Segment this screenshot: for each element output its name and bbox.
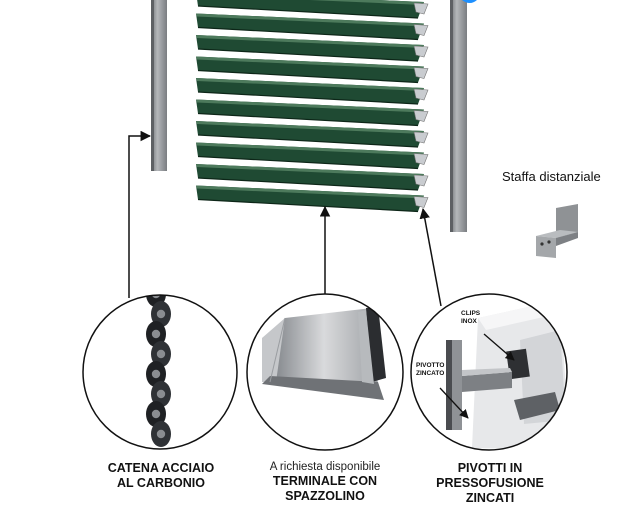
slat bbox=[197, 0, 429, 19]
slat bbox=[196, 35, 429, 62]
pivot-detail-circle bbox=[410, 293, 568, 451]
terminal-caption-note: A richiesta disponibile bbox=[269, 461, 381, 473]
slat bbox=[196, 13, 429, 41]
chain-pin bbox=[151, 369, 161, 379]
slat bbox=[196, 185, 429, 213]
pivots-caption-line-2: PRESSOFUSIONE bbox=[436, 476, 544, 490]
terminal-caption-line-1: TERMINALE CON bbox=[272, 474, 378, 488]
chain-pointer bbox=[128, 130, 152, 298]
chain-pin bbox=[151, 329, 161, 339]
pivots-caption: PIVOTTI IN PRESSOFUSIONE ZINCATI bbox=[410, 461, 570, 506]
pivots-caption-line-3: ZINCATI bbox=[465, 491, 515, 505]
chain-pin bbox=[156, 349, 166, 359]
chain-detail-circle bbox=[82, 294, 238, 450]
slat bbox=[196, 56, 429, 84]
chain-pin bbox=[156, 429, 166, 439]
pivotto-zincato-pointer bbox=[439, 387, 469, 419]
chain-caption-line-2: AL CARBONIO bbox=[117, 476, 205, 490]
chain-pin bbox=[151, 295, 161, 299]
slat-stack bbox=[196, 0, 429, 213]
chain-link bbox=[146, 295, 166, 307]
terminal-detail-circle bbox=[246, 293, 404, 451]
clips-inox-line-1: CLIPS bbox=[461, 310, 481, 317]
blue-accent bbox=[462, 0, 477, 3]
chain-pin bbox=[156, 389, 166, 399]
pivotto-zincato-label: PIVOTTO ZINCATO bbox=[416, 362, 444, 378]
clips-inox-pointer bbox=[483, 333, 515, 361]
left-post bbox=[151, 0, 167, 171]
slat bbox=[196, 121, 429, 148]
right-post bbox=[450, 0, 467, 232]
clips-inox-line-2: INOX bbox=[461, 318, 477, 325]
slat bbox=[196, 78, 429, 105]
pivotto-zincato-line-2: ZINCATO bbox=[416, 370, 445, 377]
slat bbox=[196, 99, 429, 127]
slat bbox=[196, 164, 429, 191]
chain-caption-line-1: CATENA ACCIAIO bbox=[107, 461, 215, 475]
terminal-caption: A richiesta disponibile TERMINALE CON SP… bbox=[245, 460, 405, 504]
terminal-caption-line-2: SPAZZOLINO bbox=[285, 489, 365, 503]
staffa-label: Staffa distanziale bbox=[502, 169, 601, 184]
staffa-bracket bbox=[536, 204, 578, 258]
clips-inox-label: CLIPS INOX bbox=[461, 310, 480, 326]
slat bbox=[196, 142, 429, 170]
chain-caption: CATENA ACCIAIO AL CARBONIO bbox=[90, 461, 232, 491]
pivot-pointer bbox=[419, 207, 442, 307]
chain-pin bbox=[156, 309, 166, 319]
chain-pin bbox=[151, 409, 161, 419]
pivotto-zincato-line-1: PIVOTTO bbox=[416, 362, 445, 369]
pivots-caption-line-1: PIVOTTI IN bbox=[457, 461, 523, 475]
